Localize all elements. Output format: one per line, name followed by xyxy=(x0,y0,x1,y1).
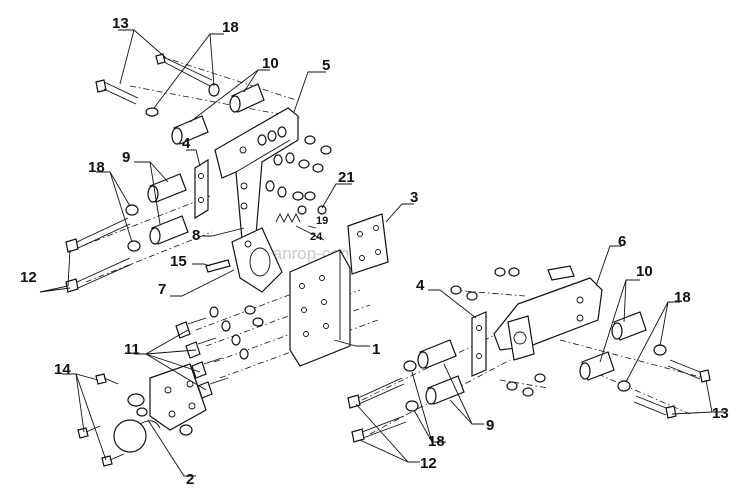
main-bar xyxy=(289,249,351,367)
callout-4-left: 4 xyxy=(182,135,191,152)
washers-right xyxy=(403,344,667,412)
callout-21: 21 xyxy=(338,169,355,186)
callout-24: 24 xyxy=(310,231,323,243)
callout-13-top: 13 xyxy=(112,15,129,32)
callout-10-left: 10 xyxy=(262,55,279,72)
callout-labels: 13 18 10 5 9 4 18 21 19 3 8 24 15 12 7 6… xyxy=(20,15,729,488)
bolts-middle xyxy=(175,305,264,399)
callout-1: 1 xyxy=(372,341,380,358)
callout-3: 3 xyxy=(410,189,418,206)
callout-19: 19 xyxy=(316,215,328,227)
callout-9-right: 9 xyxy=(486,417,494,434)
bolts-left xyxy=(65,53,213,293)
plate-right xyxy=(471,311,487,377)
spring xyxy=(275,212,301,224)
callout-8: 8 xyxy=(192,227,200,244)
flange-plate xyxy=(347,213,389,275)
tubes-right xyxy=(417,311,647,405)
callout-18-left: 18 xyxy=(88,159,105,176)
nuts-right xyxy=(450,267,546,397)
socket-plate xyxy=(205,227,283,293)
plate-left xyxy=(194,158,209,220)
callout-14: 14 xyxy=(54,361,71,378)
callout-7: 7 xyxy=(158,281,166,298)
bolts-lower-left xyxy=(77,373,125,467)
nuts-upper xyxy=(257,126,332,215)
callout-15: 15 xyxy=(170,253,187,270)
callout-13-right: 13 xyxy=(712,405,729,422)
callout-18-bottom: 18 xyxy=(428,433,445,450)
callout-10-right: 10 xyxy=(636,263,653,280)
tubes-upper-left xyxy=(147,83,265,245)
callout-12-right: 12 xyxy=(420,455,437,472)
callout-11: 11 xyxy=(124,341,140,358)
leader-lines xyxy=(39,29,724,477)
bolts-right xyxy=(347,359,711,443)
bracket-left xyxy=(214,107,299,241)
callout-2: 2 xyxy=(186,471,194,488)
callout-6: 6 xyxy=(618,233,626,250)
callout-4-right: 4 xyxy=(416,277,425,294)
callout-5: 5 xyxy=(322,57,330,74)
bracket-right xyxy=(493,265,603,361)
callout-9-left: 9 xyxy=(122,149,130,166)
callout-18-top: 18 xyxy=(222,19,239,36)
callout-12-left: 12 xyxy=(20,269,37,286)
callout-18-right: 18 xyxy=(674,289,691,306)
